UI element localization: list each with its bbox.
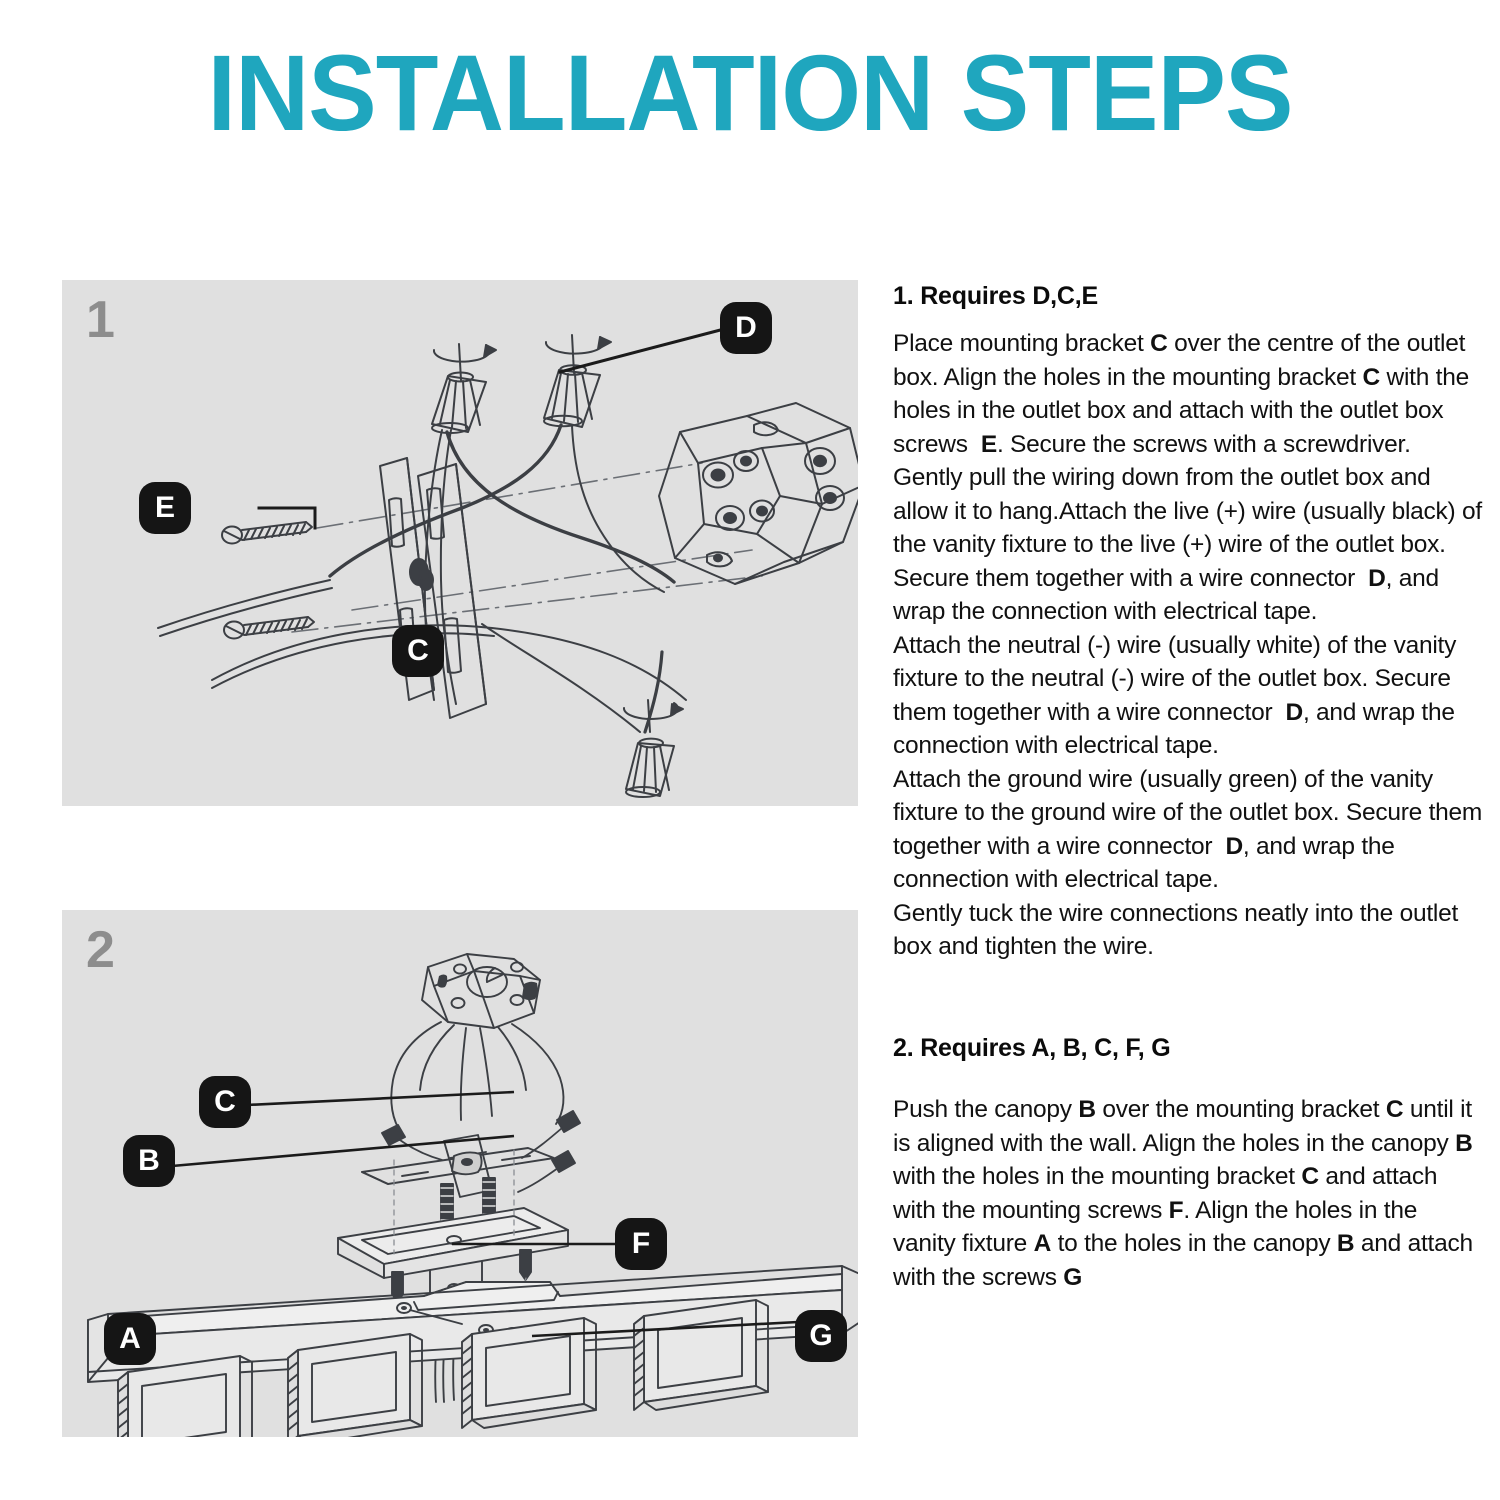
callout-badge-G: G xyxy=(795,1310,847,1362)
callout-label-F: F xyxy=(631,1227,651,1260)
section-1-heading: 1. Requires D,C,E xyxy=(893,282,1098,310)
leader-line-D xyxy=(558,326,730,374)
callout-badge-C2: C xyxy=(199,1076,251,1128)
callout-label-C2: C xyxy=(214,1085,236,1118)
leader-line-B xyxy=(171,1134,515,1168)
leader-line-E xyxy=(257,506,317,530)
step-1-diagram-panel: 1 xyxy=(62,280,858,806)
section-1-body: Place mounting bracket C over the centre… xyxy=(893,327,1483,964)
step-2-diagram-panel: 2 xyxy=(62,910,858,1437)
callout-badge-E: E xyxy=(139,482,191,534)
callout-badge-F: F xyxy=(615,1218,667,1270)
step-2-number: 2 xyxy=(86,921,115,979)
callout-badge-D: D xyxy=(720,302,772,354)
canopy-vanity-fixture-assembly-illustration xyxy=(87,953,858,1437)
callout-label-C: C xyxy=(407,634,429,667)
instructions-section-1: 1. Requires D,C,E Place mounting bracket… xyxy=(893,282,1483,964)
section-1-paragraph-5: Gently tuck the wire connections neatly … xyxy=(893,899,1459,961)
page-title: INSTALLATION STEPS xyxy=(207,32,1294,153)
section-2-body: Push the canopy B over the mounting brac… xyxy=(893,1093,1483,1294)
leader-line-C xyxy=(246,1090,515,1107)
callout-label-E: E xyxy=(154,491,175,524)
section-2-paragraph-1: Push the canopy B over the mounting brac… xyxy=(893,1096,1473,1291)
section-1-paragraph-2: Gently pull the wiring down from the out… xyxy=(893,464,1482,625)
instructions-section-2: 2. Requires A, B, C, F, G Push the canop… xyxy=(893,1034,1483,1294)
callout-label-B: B xyxy=(138,1144,160,1177)
callout-label-D: D xyxy=(735,311,757,344)
section-1-paragraph-4: Attach the ground wire (usually green) o… xyxy=(893,765,1483,894)
section-1-paragraph-1: Place mounting bracket C over the centre… xyxy=(893,330,1469,458)
callout-badge-A: A xyxy=(104,1313,156,1365)
callout-label-G: G xyxy=(809,1319,833,1352)
callout-badge-C: C xyxy=(392,625,444,677)
outlet-box-mounting-bracket-wiring-illustration xyxy=(157,326,858,798)
step-1-number: 1 xyxy=(86,291,115,349)
callout-label-A: A xyxy=(119,1322,141,1355)
leader-line-G xyxy=(531,1320,799,1338)
section-2-heading: 2. Requires A, B, C, F, G xyxy=(893,1034,1171,1062)
callout-badge-B: B xyxy=(123,1135,175,1187)
section-1-paragraph-3: Attach the neutral (-) wire (usually whi… xyxy=(893,631,1457,760)
